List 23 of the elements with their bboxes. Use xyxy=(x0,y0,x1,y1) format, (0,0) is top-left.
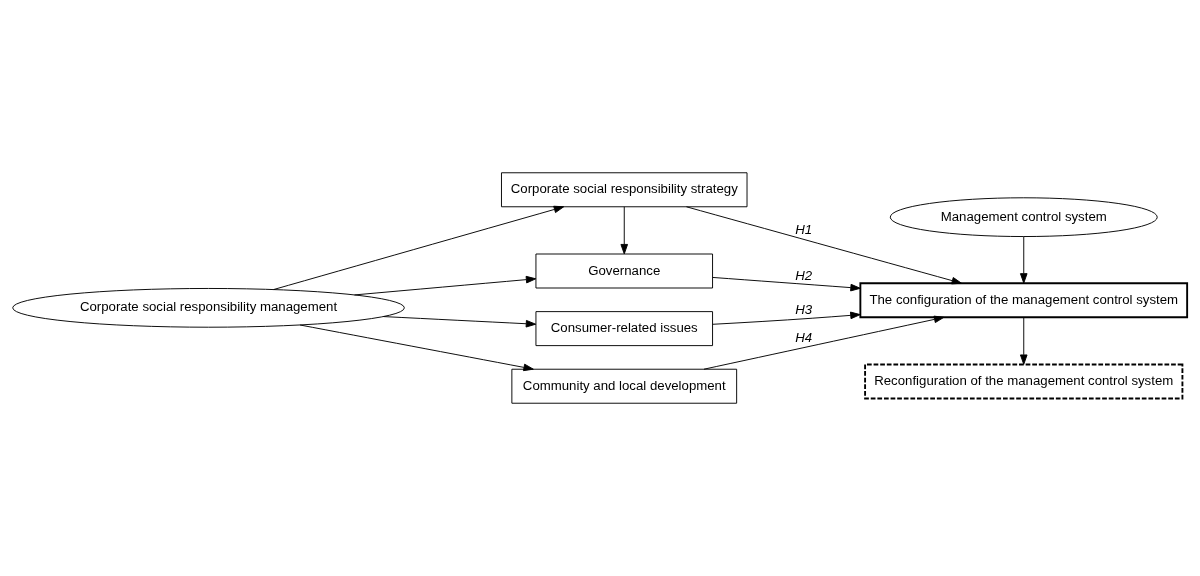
arrow xyxy=(1020,316,1028,365)
node-box: Governance xyxy=(535,253,714,289)
edge-label: H2 xyxy=(795,267,813,283)
node-box: Corporate social responsibility strategy xyxy=(501,172,748,208)
arrow xyxy=(1020,236,1028,284)
arrow xyxy=(712,311,861,325)
arrow xyxy=(620,206,629,255)
arrow xyxy=(686,206,962,285)
edge-label: H1 xyxy=(795,222,813,238)
arrow xyxy=(712,276,861,292)
arrow xyxy=(354,275,537,296)
node-box: The configuration of the management control system xyxy=(859,282,1189,319)
node-box: Community and local development xyxy=(511,368,738,404)
node-ellipse: Corporate social responsibility management xyxy=(12,288,405,328)
arrow xyxy=(299,324,534,372)
arrow xyxy=(383,316,537,328)
edge-label: H3 xyxy=(795,301,813,317)
node-box: Consumer-related issues xyxy=(535,311,714,347)
arrow xyxy=(703,315,945,370)
arrow xyxy=(273,205,565,290)
node-box: Reconfiguration of the management control system xyxy=(864,363,1184,400)
node-ellipse: Management control system xyxy=(889,197,1158,237)
edge-label: H4 xyxy=(795,330,813,346)
